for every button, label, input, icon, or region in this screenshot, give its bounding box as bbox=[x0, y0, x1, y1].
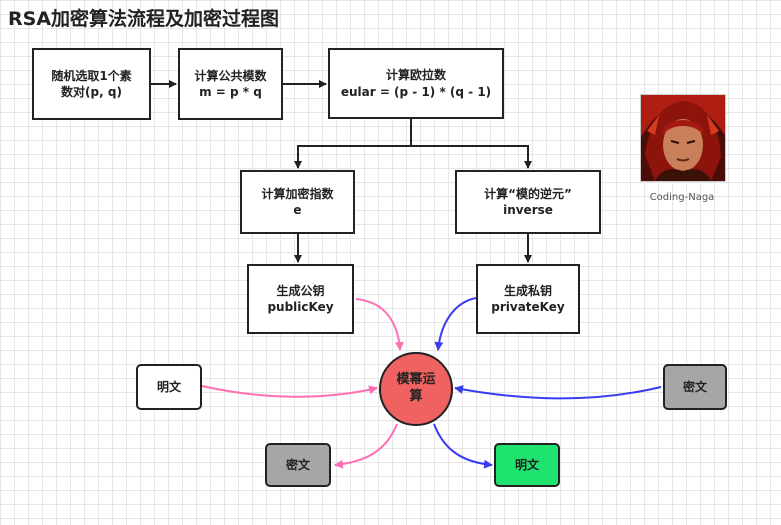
arrow-euler-to-exponent bbox=[294, 145, 411, 169]
node-compute-inverse-line1: 计算“模的逆元” bbox=[484, 186, 572, 201]
node-compute-euler-line1: 计算欧拉数 bbox=[385, 68, 446, 83]
node-public-key-line2: publicKey bbox=[267, 300, 334, 314]
node-public-key-line1: 生成公钥 bbox=[276, 283, 325, 298]
node-random-primes-line2: 数对(p, q) bbox=[61, 85, 122, 99]
node-modpow: 模幂运算 bbox=[379, 352, 453, 426]
node-plaintext-input: 明文 bbox=[136, 364, 202, 410]
node-ciphertext-input: 密文 bbox=[663, 364, 727, 410]
avatar bbox=[640, 94, 726, 182]
arrow-euler-to-inverse bbox=[411, 145, 532, 169]
node-compute-inverse-line2: inverse bbox=[503, 203, 553, 217]
node-compute-exponent-line1: 计算加密指数 bbox=[261, 186, 334, 201]
node-compute-exponent: 计算加密指数 e bbox=[240, 170, 355, 234]
node-compute-exponent-line2: e bbox=[293, 203, 302, 217]
arrow-modpow-to-ciphertext bbox=[334, 423, 398, 469]
arrow-plaintext-to-modpow bbox=[201, 385, 378, 398]
arrow-ciphertext-to-modpow bbox=[454, 385, 662, 400]
node-random-primes-line1: 随机选取1个素 bbox=[51, 68, 132, 83]
avatar-portrait-icon bbox=[641, 95, 725, 181]
diagram-title: RSA加密算法流程及加密过程图 bbox=[8, 8, 280, 30]
node-compute-modulus: 计算公共模数 m = p * q bbox=[178, 48, 283, 120]
arrow-private-to-modpow bbox=[434, 297, 477, 351]
node-random-primes: 随机选取1个素 数对(p, q) bbox=[32, 48, 151, 120]
node-compute-euler-line2: eular = (p - 1) * (q - 1) bbox=[340, 84, 492, 99]
node-compute-euler: 计算欧拉数 eular = (p - 1) * (q - 1) bbox=[328, 48, 504, 119]
node-compute-modulus-line2: m = p * q bbox=[199, 85, 262, 99]
node-private-key-line2: privateKey bbox=[491, 300, 565, 314]
node-private-key: 生成私钥 privateKey bbox=[476, 264, 580, 334]
node-public-key: 生成公钥 publicKey bbox=[247, 264, 354, 334]
node-private-key-line1: 生成私钥 bbox=[503, 283, 552, 298]
arrow-public-to-modpow bbox=[355, 298, 404, 351]
arrow-modpow-to-plaintext bbox=[433, 423, 493, 469]
node-ciphertext-output: 密文 bbox=[265, 443, 331, 487]
node-compute-inverse: 计算“模的逆元” inverse bbox=[455, 170, 601, 234]
node-compute-modulus-line1: 计算公共模数 bbox=[194, 68, 267, 83]
node-plaintext-output: 明文 bbox=[494, 443, 560, 487]
avatar-caption: Coding-Naga bbox=[649, 192, 715, 203]
